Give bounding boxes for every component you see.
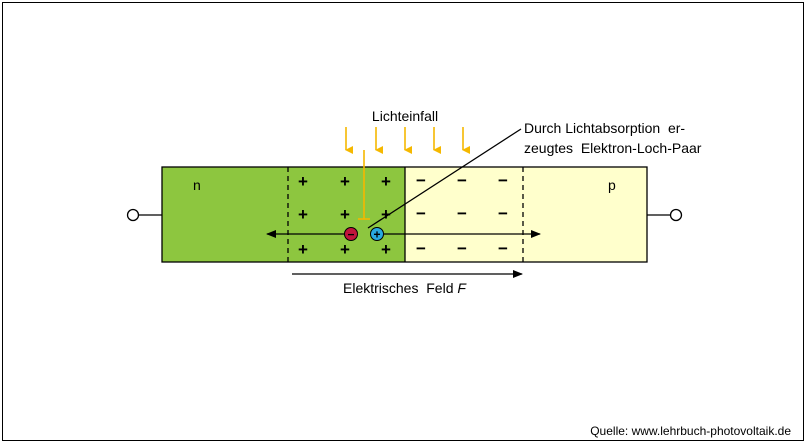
electric-field-symbol: F [457, 280, 467, 296]
positive-charge-symbol: + [340, 240, 350, 259]
electric-field-label-text: Elektrisches Feld [343, 280, 457, 296]
positive-charge-symbol: + [340, 172, 350, 191]
positive-charge-symbol: + [381, 205, 391, 224]
electron-symbol: − [347, 228, 354, 242]
light-arrows [345, 127, 470, 154]
negative-charge-symbol: − [416, 239, 426, 258]
contact-terminal-left [126, 208, 140, 222]
light-incidence-label: Lichteinfall [372, 108, 438, 124]
p-region [405, 167, 647, 262]
p-region-label: p [608, 177, 616, 193]
contact-terminal-right [669, 208, 683, 222]
hole-symbol: + [373, 228, 380, 242]
electric-field-label: Elektrisches Feld F [343, 280, 467, 296]
pair-pointer-line [367, 128, 522, 229]
positive-charge-symbol: + [340, 205, 350, 224]
source-credit: Quelle: www.lehrbuch-photovoltaik.de [590, 424, 791, 438]
outer-frame [2, 2, 804, 441]
negative-charge-symbol: − [457, 204, 467, 223]
negative-charge-symbol: − [498, 204, 508, 223]
positive-charge-symbol: + [298, 172, 308, 191]
negative-charge-symbol: − [416, 204, 426, 223]
electron-icon [344, 227, 358, 241]
negative-charge-symbol: − [416, 171, 426, 190]
pair-label-line-1: Durch Lichtabsorption er- [524, 120, 685, 136]
negative-charge-symbol: − [498, 171, 508, 190]
negative-space-charges: − − − − − − − − − [416, 171, 508, 258]
n-region-label: n [193, 177, 201, 193]
positive-charge-symbol: + [381, 240, 391, 259]
negative-charge-symbol: − [457, 239, 467, 258]
negative-charge-symbol: − [498, 239, 508, 258]
negative-charge-symbol: − [457, 171, 467, 190]
hole-icon [370, 227, 384, 241]
pair-label-line-2: zeugtes Elektron-Loch-Paar [524, 140, 702, 156]
positive-charge-symbol: + [298, 240, 308, 259]
positive-space-charges: +++++++++ [298, 172, 391, 259]
positive-charge-symbol: + [381, 172, 391, 191]
positive-charge-symbol: + [298, 205, 308, 224]
